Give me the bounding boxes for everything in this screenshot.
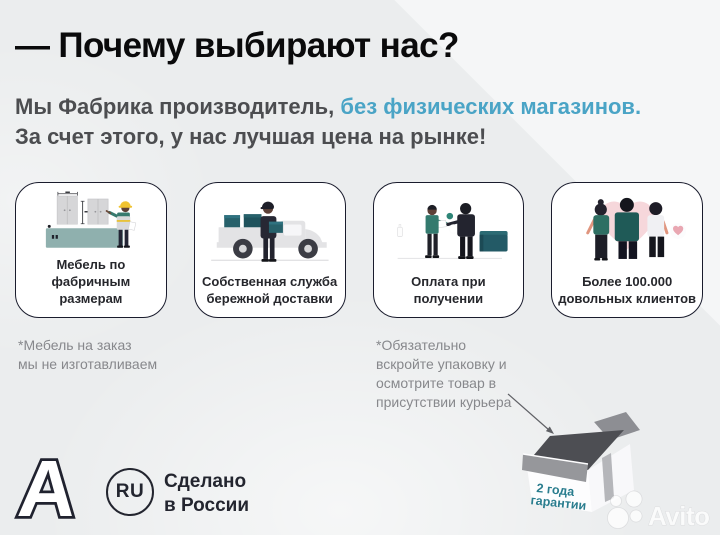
page-title-row: — Почему выбирают нас? [15,26,459,66]
card-happy-clients: Более 100.000 довольных клиентов [551,182,703,318]
footnote-line: *Обязательно [376,337,467,353]
subtitle-line1: Мы Фабрика производитель, без физических… [15,92,641,122]
footnote-line: вскройте упаковку и [376,356,507,372]
furniture-measurement-illustration [45,191,137,248]
guarantee-box-illustration: 2 года гарантии [522,412,640,513]
delivery-truck-illustration [210,201,329,262]
card-caption: Более 100.000 довольных клиентов [558,273,696,307]
card-caption: Собственная служба бережной доставки [202,273,337,307]
card-caption-line: довольных клиентов [558,291,697,306]
footnote-line: мы не изготавливаем [18,356,158,372]
title-dash: — [15,26,50,65]
letter-a-glyph: А [15,446,79,530]
card-caption-line: Собственная служба [202,274,338,289]
subtitle-part1: Мы Фабрика производитель, [15,94,335,119]
guarantee-text-line1: 2 года [536,481,576,499]
footnote-line: осмотрите товар в [376,375,497,391]
subtitle-accent: без физических магазинов. [340,94,642,119]
letter-a-logo: А [14,446,82,530]
ru-badge: RU [106,468,154,516]
subtitle-line2: За счет этого, у нас лучшая цена на рынк… [15,124,487,149]
card-caption-line: Мебель по фабричным [51,257,131,289]
card-caption-line: Оплата при [411,274,486,289]
benefit-cards: Мебель по фабричным размерам [15,182,703,318]
guarantee-text-line2: гарантии [530,493,587,513]
avito-watermark: Avito [607,490,710,531]
card-caption: Мебель по фабричным размерам [19,256,163,307]
card-caption: Оплата при получении [411,273,485,307]
page-title: Почему выбирают нас? [58,26,459,65]
avito-dot-icon [610,495,622,507]
card-caption-line: получении [413,291,484,306]
avito-dot-icon [607,507,629,529]
ru-badge-label: RU [115,481,145,502]
avito-dot-icon [629,509,643,523]
avito-dot-icon [625,490,643,508]
made-in-line: Сделано [164,471,247,492]
card-factory-sizes: Мебель по фабричным размерам [15,182,167,318]
card-caption-line: размерам [59,291,123,306]
made-in-russia-label: Сделано в России [164,470,249,518]
card-caption-line: Более 100.000 [582,274,673,289]
footnote-custom-furniture: *Мебель на заказ мы не изготавливаем [18,336,157,374]
happy-clients-illustration [586,197,687,261]
payment-on-receipt-illustration [396,203,508,260]
card-caption-line: бережной доставки [206,291,333,306]
avito-watermark-text: Avito [648,501,710,531]
footnote-line: присутствии курьера [376,394,512,410]
pointer-arrow [507,393,554,434]
subtitle: Мы Фабрика производитель, без физических… [15,92,641,152]
made-in-line: в России [164,495,250,516]
card-payment-on-receipt: Оплата при получении [372,182,525,318]
footnote-open-package: *Обязательно вскройте упаковку и осмотри… [376,336,511,412]
footnote-line: *Мебель на заказ [18,337,132,353]
card-own-delivery: Собственная служба бережной доставки [193,182,346,318]
